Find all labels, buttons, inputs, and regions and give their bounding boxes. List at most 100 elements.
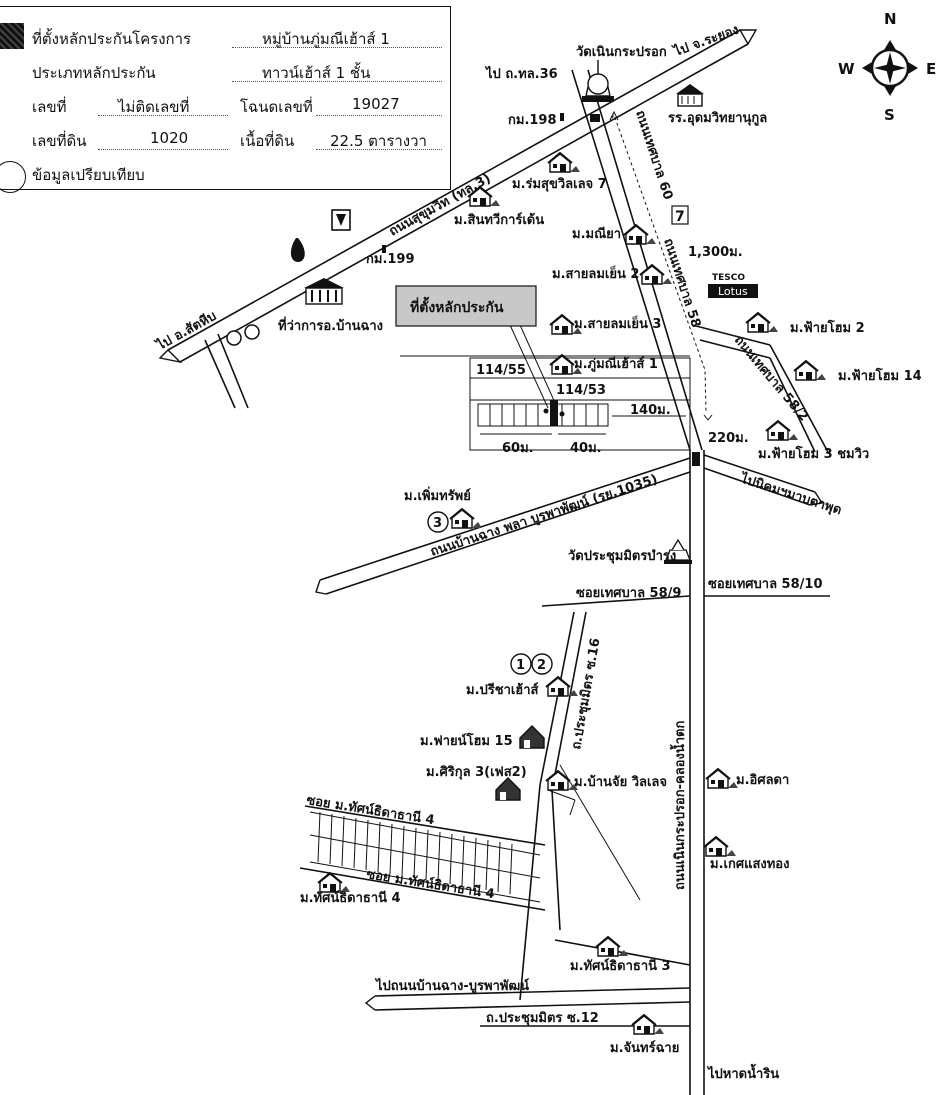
label-rom-suk: ม.ร่มสุขวิลเลจ 7	[512, 177, 607, 192]
info-row-land: เลขที่ดิน 1020 เนื้อที่ดิน 22.5 ตารางวา	[0, 123, 450, 153]
info-type-label: ประเภทหลักประกัน	[32, 64, 156, 82]
label-to-tl36: ไป ถ.ทล.36	[484, 65, 558, 82]
label-dist-40: 40ม.	[570, 441, 602, 456]
label-dist-60: 60ม.	[502, 441, 534, 456]
info-area-label: เนื้อที่ดิน	[240, 132, 295, 150]
compass-e: E	[926, 60, 936, 78]
road-sukhumvit	[158, 29, 758, 364]
hatched-swatch-icon	[0, 23, 24, 49]
info-compare-label: ข้อมูลเปรียบเทียบ	[32, 166, 145, 184]
traffic-light-icon	[590, 114, 600, 122]
info-row-project: ที่ตั้งหลักประกันโครงการ หมู่บ้านภู่มณีเ…	[0, 21, 450, 51]
house-icon	[703, 836, 737, 857]
label-phumanee: ม.ภู่มณีเฮ้าส์ 1	[574, 356, 658, 372]
label-plot-11453: 114/53	[556, 383, 606, 398]
label-maneeya: ม.มณียา	[572, 226, 621, 242]
label-km198: กม.198	[508, 113, 557, 128]
label-dist-1300: 1,300ม.	[688, 245, 743, 260]
label-sailom2: ม.สายลมเย็น 2	[552, 264, 639, 282]
label-permsap: ม.เพิ่มทรัพย์	[404, 486, 471, 504]
km-post-icon	[560, 113, 564, 121]
compass-w: W	[838, 60, 855, 78]
info-project-label: ที่ตั้งหลักประกันโครงการ	[32, 30, 192, 48]
label-temple-prachum: วัดประชุมมิตรบำรุง	[568, 548, 676, 564]
info-land-no-value: 1020	[150, 129, 189, 147]
label-road-nern: ถนนเนินกระปรอก-คลองน้ำตก	[669, 721, 688, 890]
label-preecha: ม.ปรีชาเฮ้าส์	[466, 682, 539, 698]
temple-icon	[664, 538, 692, 564]
compass-s: S	[884, 106, 895, 124]
label-phai-home3: ม.ฟ้ายโฮม 3 ชมวิว	[758, 445, 869, 462]
km-post-icon	[382, 245, 386, 253]
label-km199: กม.199	[366, 252, 415, 267]
collateral-lot	[550, 400, 558, 426]
tesco-lotus-logo	[708, 284, 758, 298]
label-chanchai: ม.จันทร์ฉาย	[610, 1040, 679, 1056]
compass-icon: N S W E	[838, 10, 936, 124]
label-banjai: ม.บ้านจัย วิลเลจ	[574, 774, 667, 790]
bank-icon	[244, 324, 260, 340]
label-road-prachum12: ถ.ประชุมมิตร ซ.12	[486, 1011, 599, 1026]
label-dist-140: 140ม.	[630, 403, 671, 418]
house-icon	[449, 508, 483, 529]
label-tesco: TESCO	[712, 273, 745, 283]
label-phai-home15: ม.ฟายน์โฮม 15	[420, 732, 513, 749]
house-icon	[623, 224, 657, 245]
house-icon	[519, 725, 545, 749]
label-sinthawee: ม.สินทวีการ์เด้น	[454, 212, 544, 228]
traffic-light-icon	[692, 452, 700, 466]
label-soi-58-9: ซอยเทศบาล 58/9	[576, 586, 681, 601]
house-icon	[495, 777, 521, 801]
road-tessaban-58	[571, 69, 705, 1095]
label-soi-tassana-a: ซอย ม.ทัศน์ธิดาธานี 4	[305, 792, 435, 828]
svg-text:7: 7	[675, 209, 685, 225]
house-icon	[595, 936, 629, 957]
label-tassana4: ม.ทัศน์ธิดาธานี 4	[300, 890, 401, 906]
label-soi-58-10: ซอยเทศบาล 58/10	[708, 577, 823, 592]
lots-block	[477, 403, 609, 427]
school-icon	[676, 84, 704, 107]
collateral-info-box: ที่ตั้งหลักประกันโครงการ หมู่บ้านภู่มณีเ…	[0, 6, 451, 193]
temple-icon	[582, 60, 614, 102]
label-tassana3: ม.ทัศน์ธิดาธานี 3	[570, 958, 671, 974]
info-deed-label: โฉนดเลขที่	[240, 98, 313, 116]
district-office-icon	[304, 278, 344, 305]
label-dist-220: 220ม.	[708, 431, 749, 446]
info-land-no-label: เลขที่ดิน	[32, 132, 87, 150]
compass-n: N	[884, 10, 897, 28]
label-to-industrial: ไปนิคมฯมาบตาพุด	[737, 469, 844, 518]
label-sirikul: ม.ศิริกุล 3(เฟส2)	[426, 765, 527, 780]
label-temple-top: วัดเนินกระปรอก	[576, 45, 667, 60]
label-plot-11455: 114/55	[476, 363, 526, 378]
house-icon	[765, 420, 799, 441]
label-lotus: Lotus	[718, 285, 748, 298]
info-type-value: ทาวน์เฮ้าส์ 1 ชั้น	[262, 64, 371, 82]
label-to-banchang-burapha: ไปถนนบ้านฉาง-บูรพาพัฒน์	[374, 977, 529, 994]
label-phai-home2: ม.ฟ้ายโฮม 2	[790, 319, 865, 336]
label-district-office: ที่ว่าการอ.บ้านฉาง	[278, 316, 383, 334]
label-to-beach: ไปหาดน้ำริน	[706, 1063, 779, 1082]
tassana-lots	[299, 805, 546, 911]
house-icon	[745, 312, 779, 333]
info-row-compare: ข้อมูลเปรียบเทียบ	[0, 157, 450, 187]
info-project-value: หมู่บ้านภู่มณีเฮ้าส์ 1	[262, 30, 390, 48]
info-area-value: 22.5 ตารางวา	[330, 132, 427, 150]
info-row-number: เลขที่ ไม่ติดเลขที่ โฉนดเลขที่ 19027	[0, 89, 450, 119]
marker-1: 1	[516, 658, 525, 673]
house-icon	[631, 1014, 665, 1035]
house-icon	[547, 152, 581, 173]
label-sailom3: ม.สายลมเย็น 3	[574, 314, 661, 332]
collateral-callout-text: ที่ตั้งหลักประกัน	[410, 296, 504, 316]
label-school: รร.อุดมวิทยานุกูล	[668, 111, 767, 126]
label-issada: ม.อิศลดา	[736, 773, 789, 788]
seven-eleven-icon: 7	[671, 205, 689, 225]
comparison-circle-icon	[0, 161, 26, 193]
house-icon	[705, 768, 739, 789]
info-deed-value: 19027	[352, 95, 400, 113]
gas-station-2-icon	[331, 209, 351, 231]
house-icon	[639, 264, 673, 285]
road-banchang	[315, 457, 691, 595]
info-row-type: ประเภทหลักประกัน ทาวน์เฮ้าส์ 1 ชั้น	[0, 55, 450, 85]
bank-icon	[226, 330, 242, 346]
